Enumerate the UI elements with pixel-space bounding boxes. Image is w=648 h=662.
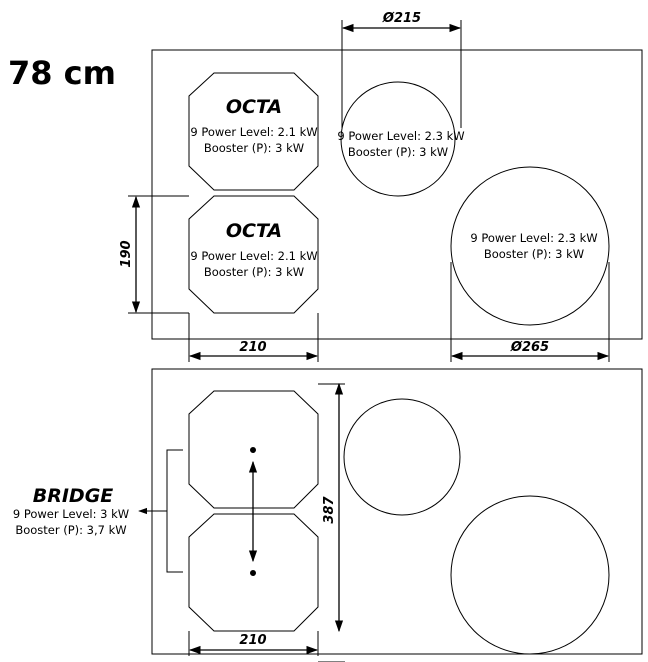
size-label: 78 cm — [8, 54, 116, 92]
dim-215-label: Ø215 — [382, 11, 421, 26]
bottom-round-zone-large — [450, 495, 610, 655]
dim-190-label: 190 — [119, 240, 134, 267]
bottom-hob-outline — [151, 368, 643, 655]
round-large-line1: 9 Power Level: 2.3 kW — [470, 231, 597, 245]
round-large-line2: Booster (P): 3 kW — [484, 247, 584, 261]
dim-265-label: Ø265 — [510, 340, 549, 355]
octa-zone-bottom — [188, 195, 319, 314]
dim-210-bottom-label: 210 — [239, 633, 266, 648]
octa-top-title: OCTA — [226, 96, 282, 118]
dim-210-top-label: 210 — [239, 340, 266, 355]
octa-top-line1: 9 Power Level: 2.1 kW — [190, 125, 317, 139]
bridge-line2: Booster (P): 3,7 kW — [15, 523, 126, 537]
octa-bottom-line2: Booster (P): 3 kW — [204, 265, 304, 279]
bridge-octa-bottom — [188, 513, 319, 632]
bridge-octa-top — [188, 390, 319, 509]
round-small-line1: 9 Power Level: 2.3 kW — [337, 129, 464, 143]
dim-387-label: 387 — [322, 495, 337, 523]
octa-bottom-title: OCTA — [226, 220, 282, 242]
round-zone-small — [340, 81, 456, 197]
round-zone-large — [450, 166, 610, 326]
bridge-dot-bottom — [250, 570, 256, 576]
octa-zone-top — [188, 72, 319, 191]
bridge-bracket — [166, 449, 183, 573]
top-hob-outline — [151, 49, 643, 340]
bridge-dot-top — [250, 447, 256, 453]
octa-top-line2: Booster (P): 3 kW — [204, 141, 304, 155]
round-small-line2: Booster (P): 3 kW — [348, 145, 448, 159]
octa-bottom-line1: 9 Power Level: 2.1 kW — [190, 249, 317, 263]
bridge-title: BRIDGE — [33, 485, 114, 507]
bottom-round-zone-small — [343, 398, 461, 516]
bridge-line1: 9 Power Level: 3 kW — [13, 507, 129, 521]
